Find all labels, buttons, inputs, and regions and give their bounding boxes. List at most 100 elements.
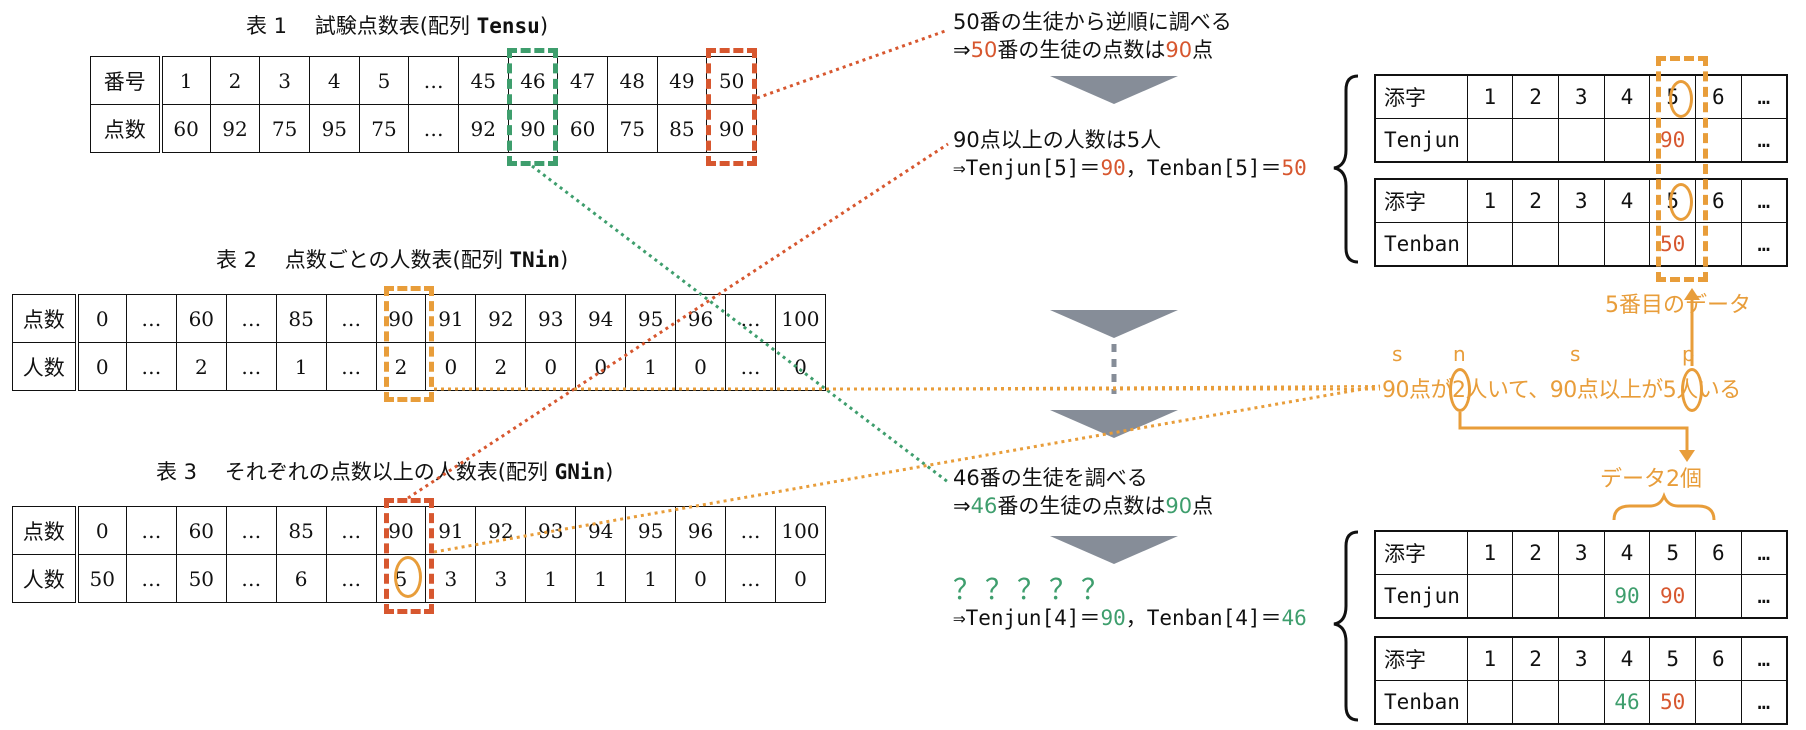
array-name: Tenban [1374, 680, 1468, 725]
table2-cell: … [325, 342, 377, 391]
table2-cell: … [724, 294, 776, 343]
array-name: Tenban [1374, 222, 1468, 267]
table2-cell: 85 [275, 294, 327, 343]
array-value [1512, 680, 1559, 725]
array-value [1695, 574, 1742, 619]
index-number: 3 [1557, 178, 1605, 223]
table1-cell: 50 [706, 56, 757, 105]
note-question: ？？？？？ ⇒Tenjun[4]＝90，Tenban[4]＝46 [953, 573, 1307, 631]
caption-table3: 表 3 それぞれの点数以上の人数表(配列 GNin) [156, 460, 614, 484]
table2-cell: 0 [525, 342, 577, 391]
array-value [1466, 574, 1514, 619]
orange-dotted-tnin-slope [825, 385, 1381, 390]
letter-s2: s [1570, 342, 1581, 366]
table2-cell: 96 [675, 294, 726, 343]
array-value [1557, 118, 1605, 163]
array-value [1695, 118, 1742, 163]
table3-row-header: 人数 [12, 554, 79, 603]
letter-p: p [1682, 342, 1695, 366]
note-count-90-above: 90点以上の人数は5人 ⇒Tenjun[5]＝90，Tenban[5]＝50 [953, 128, 1307, 180]
table1-cell: 75 [358, 104, 410, 153]
array-value [1512, 118, 1559, 163]
table3-cell: 6 [275, 554, 327, 603]
table3-cell: 0 [774, 554, 827, 603]
table1-cell: 60 [557, 104, 608, 153]
table3-cell: … [225, 506, 277, 555]
array-name: Tenjun [1374, 574, 1468, 619]
table3-cell: … [225, 554, 277, 603]
table1-cell: 85 [656, 104, 708, 153]
table3-cell: 94 [575, 506, 627, 555]
table3-cell: 96 [675, 506, 726, 555]
index-number: 1 [1466, 178, 1514, 223]
brace-top [1333, 74, 1359, 264]
index-number: 2 [1512, 636, 1559, 681]
table3-cell: 1 [625, 554, 677, 603]
table3-cell: 0 [76, 506, 127, 555]
array-value: … [1740, 118, 1788, 163]
index-number: 4 [1603, 530, 1651, 575]
table3-cell: … [724, 554, 776, 603]
array-value [1512, 574, 1559, 619]
highlight-gnin-90 [384, 498, 434, 614]
brace-bottom [1333, 530, 1359, 722]
index-number: 4 [1603, 636, 1651, 681]
highlight-student-50 [706, 48, 757, 166]
index-number: … [1740, 178, 1788, 223]
table1-cell: 5 [358, 56, 410, 105]
down-arrow-1 [1050, 76, 1178, 104]
array-value: … [1740, 680, 1788, 725]
table2-cell: 0 [675, 342, 726, 391]
table3-cell: … [125, 506, 177, 555]
red-dotted-50-to-note [756, 28, 949, 100]
index-number: … [1740, 74, 1788, 119]
index-number: 1 [1466, 636, 1514, 681]
table1-cell: 48 [606, 56, 658, 105]
note-check-46: 46番の生徒を調べる ⇒46番の生徒の点数は90点 [953, 466, 1214, 518]
table1-cell: 47 [557, 56, 608, 105]
array-value [1466, 222, 1514, 267]
table1-cell: 60 [160, 104, 211, 153]
table2-cell: 100 [774, 294, 827, 343]
table2-row-header: 人数 [12, 342, 79, 391]
array-name: Tenjun [1374, 118, 1468, 163]
index-label: 添字 [1374, 530, 1468, 575]
table2-cell: 94 [575, 294, 627, 343]
array-value [1603, 222, 1651, 267]
array-value: 90 [1603, 574, 1651, 619]
index-number: 4 [1603, 178, 1651, 223]
table1-cell: … [408, 104, 459, 153]
array-value [1557, 680, 1605, 725]
circle-gnin-5 [394, 556, 422, 598]
table3-cell: … [325, 554, 377, 603]
table1-cell: … [408, 56, 459, 105]
table2-cell: … [225, 342, 277, 391]
table1-cell: 1 [160, 56, 211, 105]
index-label: 添字 [1374, 636, 1468, 681]
letter-n: n [1453, 342, 1466, 366]
index-number: 1 [1466, 74, 1514, 119]
table1-cell: 2 [209, 56, 261, 105]
index-number: 4 [1603, 74, 1651, 119]
index-number: 2 [1512, 530, 1559, 575]
table2-row-header: 点数 [12, 294, 79, 343]
index-number: 2 [1512, 178, 1559, 223]
circle-count-2 [1449, 368, 1471, 412]
table1-cell: 4 [308, 56, 360, 105]
table2-cell: 0 [774, 342, 827, 391]
array-value [1466, 680, 1514, 725]
table1-cell: 92 [457, 104, 509, 153]
table2-cell: 1 [275, 342, 327, 391]
table3-cell: 60 [175, 506, 227, 555]
index-number: 5 [1649, 530, 1697, 575]
index-number: 6 [1695, 178, 1742, 223]
note-start-from-50: 50番の生徒から逆順に調べる ⇒50番の生徒の点数は90点 [953, 10, 1232, 62]
down-arrow-3 [1050, 410, 1178, 438]
table2-cell: 0 [76, 342, 127, 391]
caption-table2: 表 2 点数ごとの人数表(配列 TNin) [216, 248, 569, 272]
array-value [1557, 574, 1605, 619]
